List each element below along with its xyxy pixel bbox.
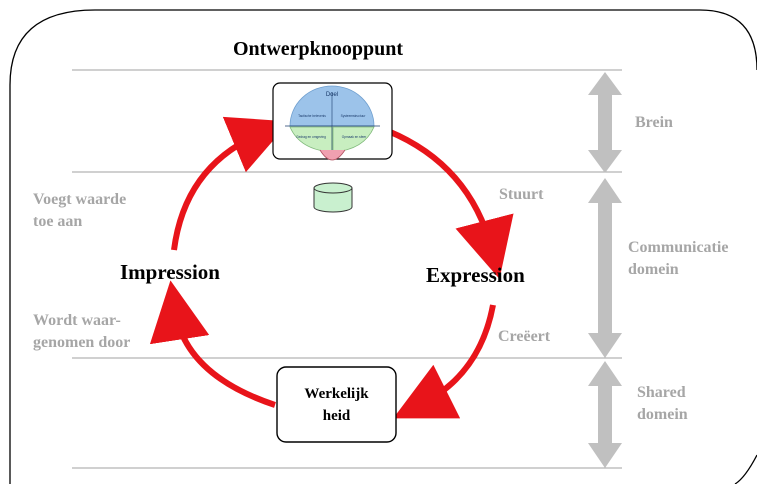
outer-frame (9, 9, 757, 484)
reality-label: Werkelijk heid (277, 383, 396, 427)
database-cylinder-icon (313, 182, 353, 213)
arrow-expression (386, 128, 514, 280)
layer-brein-label-line1: Brein (635, 114, 673, 131)
arrow-to-reality (393, 304, 496, 419)
layer-shared-label-line2: domein (637, 406, 688, 423)
impression-label: Impression (120, 260, 220, 284)
layer-brein-label: Brein (635, 112, 673, 134)
annotation-steers: Stuurt (499, 186, 544, 203)
annotation-perceived-by: Wordt waar- genomen door (33, 310, 130, 354)
annotation-adds-value-line2: toe aan (33, 213, 83, 230)
shared-range-arrow (588, 361, 622, 468)
annotation-adds-value-line1: Voegt waarde (33, 191, 127, 208)
layer-shared-label-line1: Shared (637, 384, 686, 401)
reality-box (276, 366, 397, 443)
reality-label-line2: heid (322, 408, 351, 424)
annotation-perceived-by-line1: Wordt waar- (33, 312, 121, 329)
arrow-from-reality (149, 280, 276, 408)
annotation-creates: Creëert (498, 328, 551, 345)
brain-q4: Opmaak en sfeer (342, 135, 367, 139)
layer-communicatie-label: Communicatie domein (628, 237, 728, 281)
page-title: Ontwerpknooppunt (233, 38, 404, 60)
brain-thumbnail: Doel Tactische belevenis Systeemstructuu… (272, 82, 393, 161)
brein-range-arrow (588, 72, 622, 173)
brain-q1: Tactische belevenis (298, 114, 326, 118)
arrow-impression (171, 116, 290, 251)
annotation-adds-value: Voegt waarde toe aan (33, 189, 126, 233)
layer-communicatie-label-line1: Communicatie (628, 239, 729, 256)
brain-q2: Systeemstructuur (341, 114, 367, 118)
reality-label-line1: Werkelijk (304, 386, 369, 402)
layer-shared-label: Shared domein (637, 382, 688, 426)
annotation-perceived-by-line2: genomen door (33, 334, 131, 351)
communicatie-range-arrow (588, 178, 622, 358)
brain-top-label: Doel (326, 92, 338, 98)
expression-label: Expression (426, 263, 525, 287)
outer-frame-right (734, 454, 757, 484)
layer-communicatie-label-line2: domein (628, 261, 679, 278)
brain-q3: Gedrag en omgeving (296, 135, 326, 139)
